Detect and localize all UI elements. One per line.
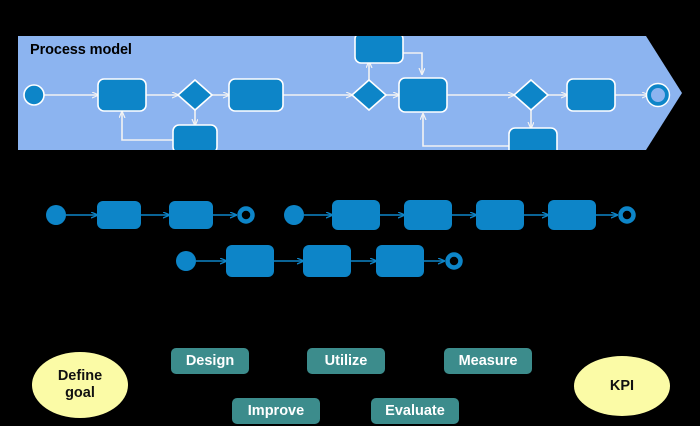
step-evaluate-chip[interactable]: Evaluate	[371, 398, 459, 424]
flow-top-right	[284, 200, 636, 230]
end-event-icon	[647, 84, 669, 106]
process-model-graph	[23, 36, 671, 150]
task-1-box	[97, 78, 147, 112]
flow2-task-2	[404, 200, 452, 230]
flow-top-left	[46, 201, 255, 229]
flow2-end-icon	[618, 206, 636, 224]
flow1-end-icon	[237, 206, 255, 224]
sub-process-flows	[46, 200, 636, 277]
connectors	[44, 52, 648, 147]
end-event-ring	[645, 82, 671, 108]
task-2-box	[228, 78, 284, 112]
define-goal-line1: Define	[57, 368, 103, 384]
task-top-box	[354, 36, 404, 64]
define-goal-ellipse[interactable]: Define goal	[32, 352, 128, 418]
flow2-task-3	[476, 200, 524, 230]
kpi-ellipse[interactable]: KPI	[574, 356, 670, 416]
banner-title: Process model	[30, 42, 132, 58]
flow1-start-icon	[46, 205, 66, 225]
task-loop-1-box	[172, 124, 218, 150]
define-goal-label: Define goal	[58, 368, 102, 402]
flow3-task-2	[303, 245, 351, 277]
start-event-icon	[23, 84, 45, 106]
flow2-start-icon	[284, 205, 304, 225]
flow3-end-icon	[445, 252, 463, 270]
task-3-box	[398, 77, 448, 113]
flow1-task-1	[97, 201, 141, 229]
flow3-task-1	[226, 245, 274, 277]
process-model-banner: Process model	[18, 36, 682, 150]
step-design-chip[interactable]: Design	[171, 348, 249, 374]
flow3-task-3	[376, 245, 424, 277]
flow3-start-icon	[176, 251, 196, 271]
flow-bottom-center	[176, 245, 463, 277]
gateway-2-diamond	[350, 78, 388, 112]
step-improve-chip[interactable]: Improve	[232, 398, 320, 424]
flow2-task-4	[548, 200, 596, 230]
step-utilize-chip[interactable]: Utilize	[307, 348, 385, 374]
task-loop-3-box	[508, 127, 558, 150]
gateway-3-diamond	[512, 78, 550, 112]
process-nodes	[23, 36, 671, 150]
task-5-box	[566, 78, 616, 112]
define-goal-line2: goal	[65, 385, 95, 401]
gateway-1-diamond	[176, 78, 214, 112]
flow2-task-1	[332, 200, 380, 230]
flow1-task-2	[169, 201, 213, 229]
step-measure-chip[interactable]: Measure	[444, 348, 532, 374]
